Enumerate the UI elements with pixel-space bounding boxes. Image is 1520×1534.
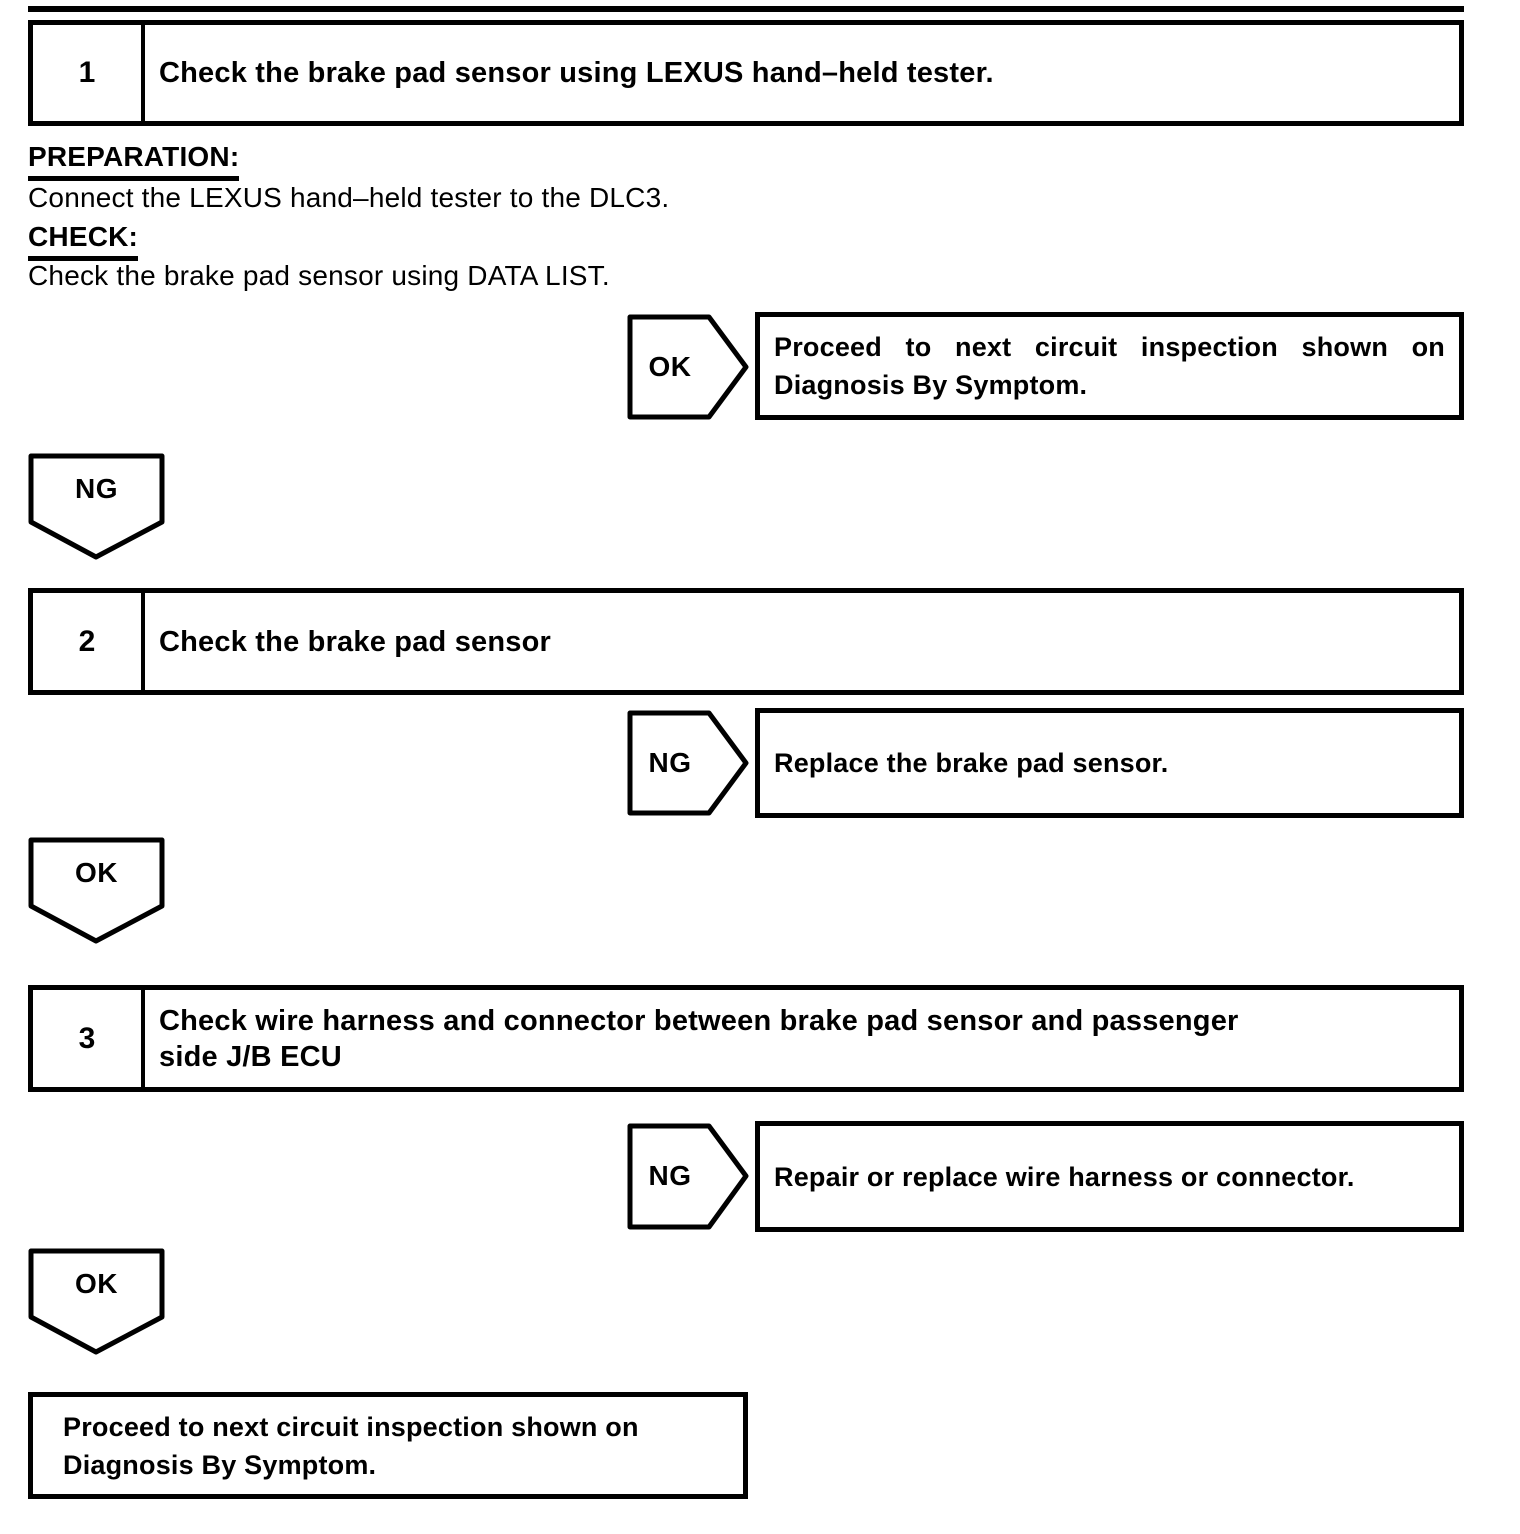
ok-connector-shape-3: OK	[28, 1248, 165, 1355]
preparation-text: Connect the LEXUS hand–held tester to th…	[28, 182, 670, 213]
step-1-number: 1	[33, 25, 145, 121]
ok-arrow-label-1: OK	[648, 351, 692, 382]
check-text: Check the brake pad sensor using DATA LI…	[28, 260, 610, 291]
check-heading: CHECK:	[28, 221, 139, 261]
step-2-number: 2	[33, 593, 145, 690]
branch-result-box-2: Replace the brake pad sensor.	[755, 708, 1464, 818]
branch-result-3-text: Repair or replace wire harness or connec…	[774, 1161, 1355, 1192]
down-flag-pentagon-icon	[28, 1248, 165, 1355]
ng-arrow-label-2: NG	[648, 747, 692, 778]
step-1-title: Check the brake pad sensor using LEXUS h…	[159, 57, 994, 89]
step-2-box: 2 Check the brake pad sensor	[28, 588, 1464, 695]
final-result-line2: Diagnosis By Symptom.	[63, 1449, 377, 1480]
step-3-number: 3	[33, 990, 145, 1087]
down-flag-pentagon-icon	[28, 453, 165, 560]
ok-connector-label-2: OK	[75, 857, 118, 888]
down-flag-pentagon-icon	[28, 837, 165, 944]
final-result-box: Proceed to next circuit inspection shown…	[28, 1392, 748, 1499]
branch-result-2-text: Replace the brake pad sensor.	[774, 748, 1169, 778]
step-3-title-line1: Check wire harness and connector between…	[159, 1004, 1239, 1037]
ng-arrow-shape-2: NG	[627, 710, 750, 816]
step-1-box: 1 Check the brake pad sensor using LEXUS…	[28, 20, 1464, 126]
step-3-title-line2: side J/B ECU	[159, 1040, 342, 1073]
right-arrow-pentagon-icon	[627, 710, 749, 816]
ok-arrow-shape-1: OK	[627, 314, 750, 420]
branch-result-1-line1: Proceed to next circuit inspection shown…	[774, 332, 1445, 362]
final-result-line1: Proceed to next circuit inspection shown…	[63, 1411, 639, 1442]
branch-result-1-line2: Diagnosis By Symptom.	[774, 370, 1088, 400]
right-arrow-pentagon-icon	[627, 314, 749, 420]
ok-connector-shape-2: OK	[28, 837, 165, 944]
step-3-box: 3 Check wire harness and connector betwe…	[28, 985, 1464, 1092]
ng-arrow-label-3: NG	[648, 1160, 692, 1191]
ng-connector-label-1: NG	[75, 473, 118, 504]
ng-arrow-shape-3: NG	[627, 1123, 750, 1230]
step-2-title: Check the brake pad sensor	[159, 625, 552, 658]
ok-connector-label-3: OK	[75, 1268, 118, 1299]
right-arrow-pentagon-icon	[627, 1123, 749, 1230]
ng-connector-shape-1: NG	[28, 453, 165, 560]
page-top-rule	[28, 6, 1464, 12]
branch-result-box-1: Proceed to next circuit inspection shown…	[755, 312, 1464, 420]
branch-result-box-3: Repair or replace wire harness or connec…	[755, 1121, 1464, 1232]
preparation-heading: PREPARATION:	[28, 141, 240, 181]
